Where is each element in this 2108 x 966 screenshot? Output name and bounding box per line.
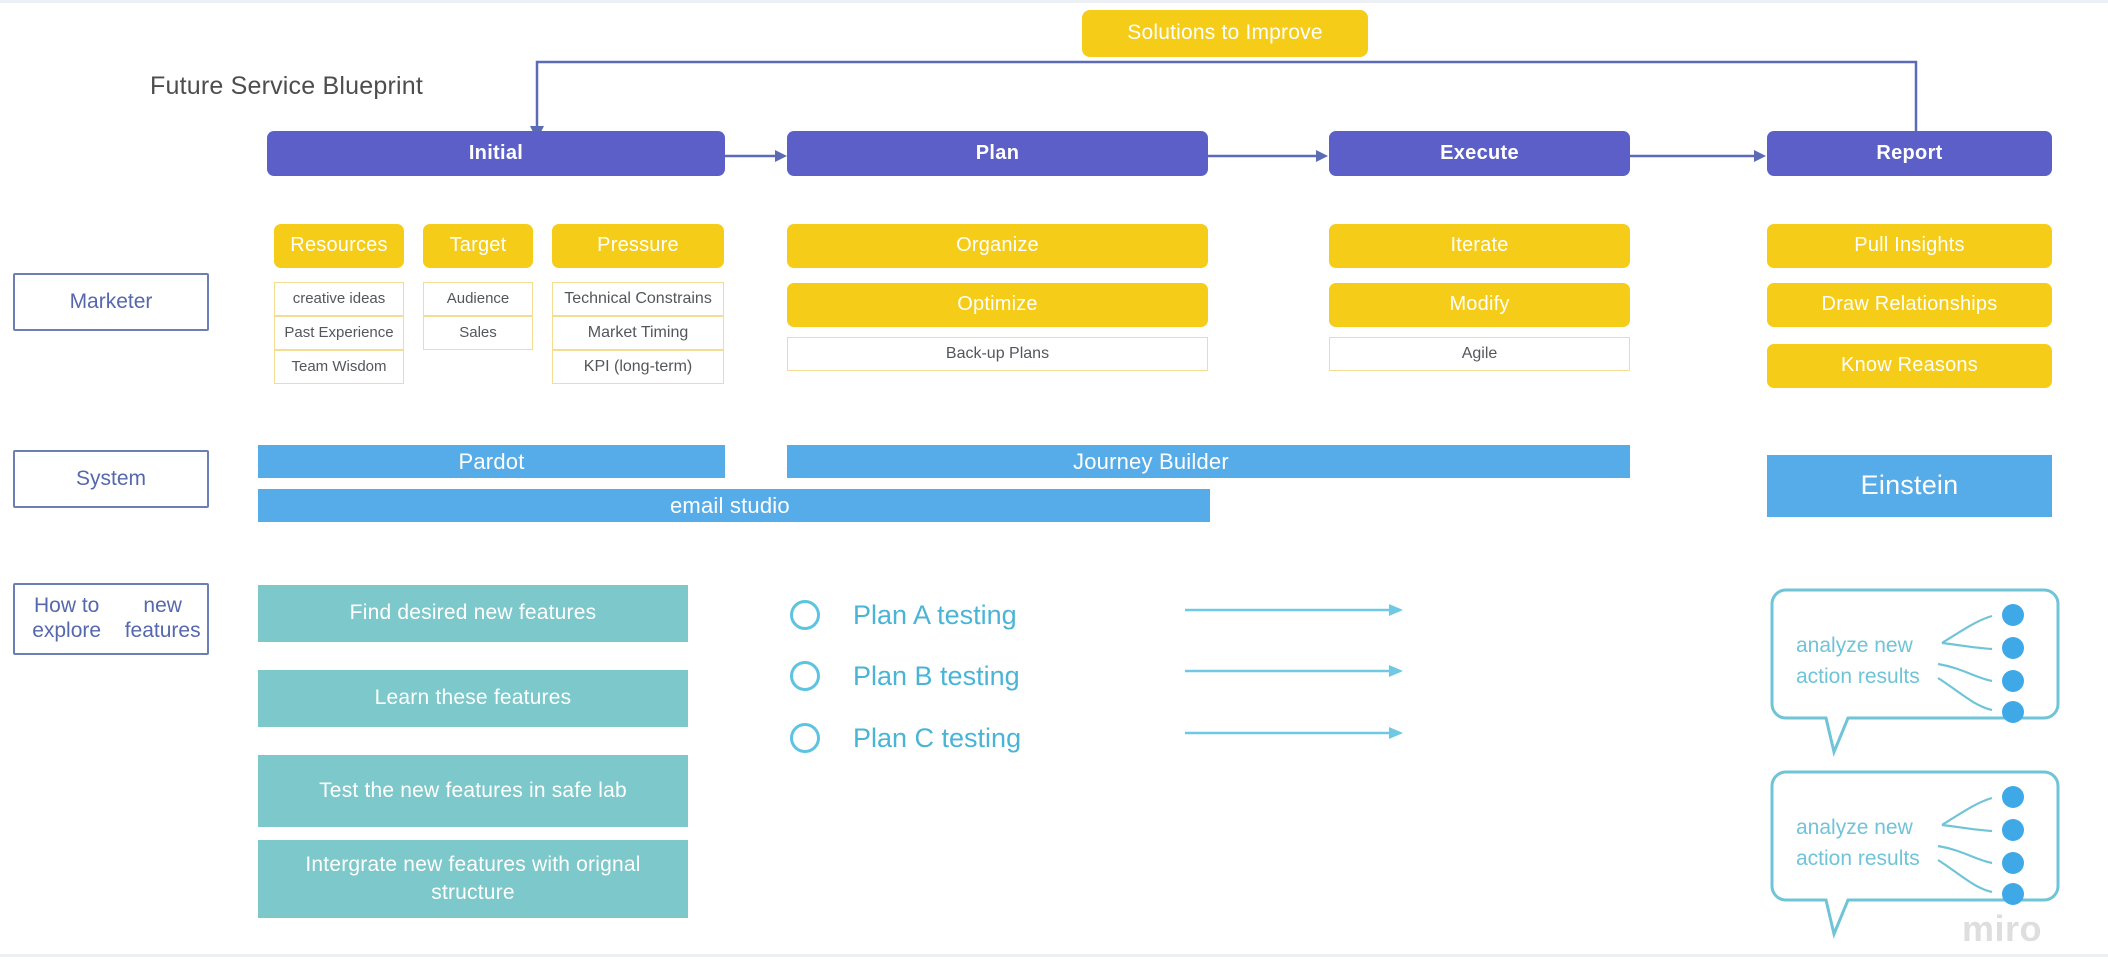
bubble-dot-icon (2002, 604, 2024, 626)
row-label-marketer: Marketer (13, 273, 209, 331)
system-bar-pardot[interactable]: Pardot (258, 445, 725, 478)
bubble-dot-icon (2002, 701, 2024, 723)
plan-testing-row-c[interactable]: Plan C testing (790, 718, 1360, 758)
phase-execute[interactable]: Execute (1329, 131, 1630, 176)
marketer-item-past-experience[interactable]: Past Experience (274, 316, 404, 350)
bubble-dot-icon (2002, 852, 2024, 874)
phase-arrow-plan-execute (1206, 150, 1328, 162)
page-title: Future Service Blueprint (150, 72, 423, 100)
explore-step-test-new-features-safe-lab[interactable]: Test the new features in safe lab (258, 755, 688, 827)
marketer-action-pull-insights[interactable]: Pull Insights (1767, 224, 2052, 268)
marketer-action-modify[interactable]: Modify (1329, 283, 1630, 327)
plan-testing-row-a[interactable]: Plan A testing (790, 595, 1360, 635)
bubble-dot-icon (2002, 637, 2024, 659)
miro-watermark: miro (1962, 908, 2043, 949)
plan-testing-label: Plan B testing (853, 660, 1020, 691)
system-bar-journey-builder[interactable]: Journey Builder (787, 445, 1630, 478)
explore-step-intergrate-new-features[interactable]: Intergrate new features with orignal str… (258, 840, 688, 918)
marketer-action-optimize[interactable]: Optimize (787, 283, 1208, 327)
marketer-group-header-target[interactable]: Target (423, 224, 533, 268)
marketer-item-kpi-long-term[interactable]: KPI (long-term) (552, 350, 724, 384)
marketer-item-back-up-plans[interactable]: Back-up Plans (787, 337, 1208, 371)
phase-plan[interactable]: Plan (787, 131, 1208, 176)
marketer-item-team-wisdom[interactable]: Team Wisdom (274, 350, 404, 384)
explore-step-learn-these-features[interactable]: Learn these features (258, 670, 688, 727)
marketer-action-iterate[interactable]: Iterate (1329, 224, 1630, 268)
bubble-text-line2: action results (1796, 665, 1920, 688)
phase-initial[interactable]: Initial (267, 131, 725, 176)
marketer-item-creative-ideas[interactable]: creative ideas (274, 282, 404, 316)
row-label-system: System (13, 450, 209, 508)
explore-step-find-desired-new-features[interactable]: Find desired new features (258, 585, 688, 642)
bubble-text-line1: analyze new (1796, 634, 1913, 657)
insight-bubble-1[interactable]: analyze new action results (1770, 588, 2060, 758)
bubble-text-line2: action results (1796, 847, 1920, 870)
radio-circle-icon[interactable] (790, 723, 820, 753)
plan-testing-row-b[interactable]: Plan B testing (790, 656, 1360, 696)
marketer-action-organize[interactable]: Organize (787, 224, 1208, 268)
phase-arrow-initial-plan (725, 150, 787, 162)
bubble-text-line1: analyze new (1796, 816, 1913, 839)
bubble-dot-icon (2002, 819, 2024, 841)
bubble-dot-icon (2002, 883, 2024, 905)
plan-testing-label: Plan C testing (853, 722, 1022, 753)
phase-arrow-execute-report (1628, 150, 1766, 162)
insight-bubble-2[interactable]: analyze new action results (1770, 770, 2060, 940)
solutions-to-improve-pill[interactable]: Solutions to Improve (1082, 10, 1368, 57)
row-label-text-line2: new features (124, 594, 201, 642)
marketer-item-technical-constrains[interactable]: Technical Constrains (552, 282, 724, 316)
radio-circle-icon[interactable] (790, 661, 820, 691)
system-bar-email-studio[interactable]: email studio (258, 489, 1210, 522)
marketer-group-header-pressure[interactable]: Pressure (552, 224, 724, 268)
row-label-how-to-explore-new-features: How to explore new features (13, 583, 209, 655)
canvas-bottom-edge (0, 954, 2108, 957)
marketer-item-sales[interactable]: Sales (423, 316, 533, 350)
marketer-item-audience[interactable]: Audience (423, 282, 533, 316)
marketer-item-agile[interactable]: Agile (1329, 337, 1630, 371)
plan-testing-label: Plan A testing (853, 599, 1017, 630)
row-label-text-line1: How to explore (32, 594, 102, 642)
bubble-outline-icon (1770, 588, 2060, 757)
phase-report[interactable]: Report (1767, 131, 2052, 176)
bubble-dot-icon (2002, 670, 2024, 692)
bubble-dot-icon (2002, 786, 2024, 808)
marketer-action-draw-relationships[interactable]: Draw Relationships (1767, 283, 2052, 327)
canvas-top-edge (0, 0, 2108, 3)
marketer-item-market-timing[interactable]: Market Timing (552, 316, 724, 350)
bubble-outline-icon (1770, 770, 2060, 939)
marketer-action-know-reasons[interactable]: Know Reasons (1767, 344, 2052, 388)
marketer-group-header-resources[interactable]: Resources (274, 224, 404, 268)
system-bar-einstein[interactable]: Einstein (1767, 455, 2052, 517)
radio-circle-icon[interactable] (790, 600, 820, 630)
